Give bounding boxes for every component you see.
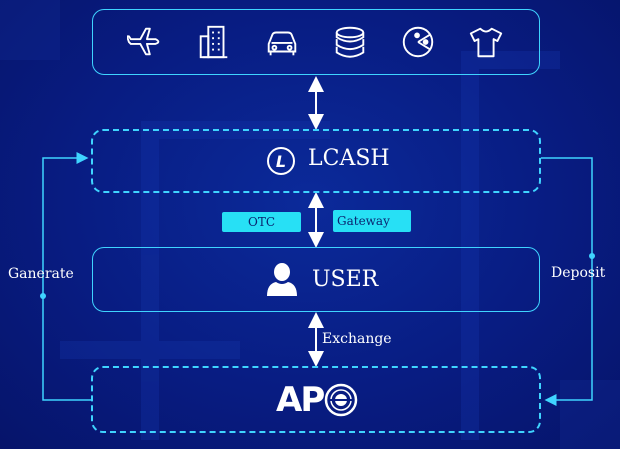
generate-label: Ganerate xyxy=(8,266,74,282)
deposit-label: Deposit xyxy=(551,265,606,281)
user-box xyxy=(92,247,540,312)
car-icon xyxy=(267,31,297,56)
coin-stack-icon xyxy=(335,26,365,58)
gateway-badge: Gateway xyxy=(333,210,411,232)
lcash-box xyxy=(91,129,541,193)
user-icon xyxy=(267,263,297,296)
lcash-logo-icon: L xyxy=(267,147,295,175)
tshirt-icon xyxy=(469,27,503,58)
exchange-label: Exchange xyxy=(322,331,392,347)
otc-badge: OTC xyxy=(222,212,301,232)
service-icons-row xyxy=(93,10,539,74)
lcash-logo-letter: L xyxy=(276,152,286,171)
ap-logo-text: AP xyxy=(276,380,325,420)
pacman-icon xyxy=(402,26,434,58)
services-box xyxy=(92,9,540,75)
ap-logo-emblem-icon xyxy=(324,383,358,417)
building-icon xyxy=(199,25,228,59)
ap-box xyxy=(91,366,541,433)
lcash-label: LCASH xyxy=(308,146,390,171)
airplane-icon xyxy=(127,27,160,56)
user-label: USER xyxy=(312,267,379,292)
